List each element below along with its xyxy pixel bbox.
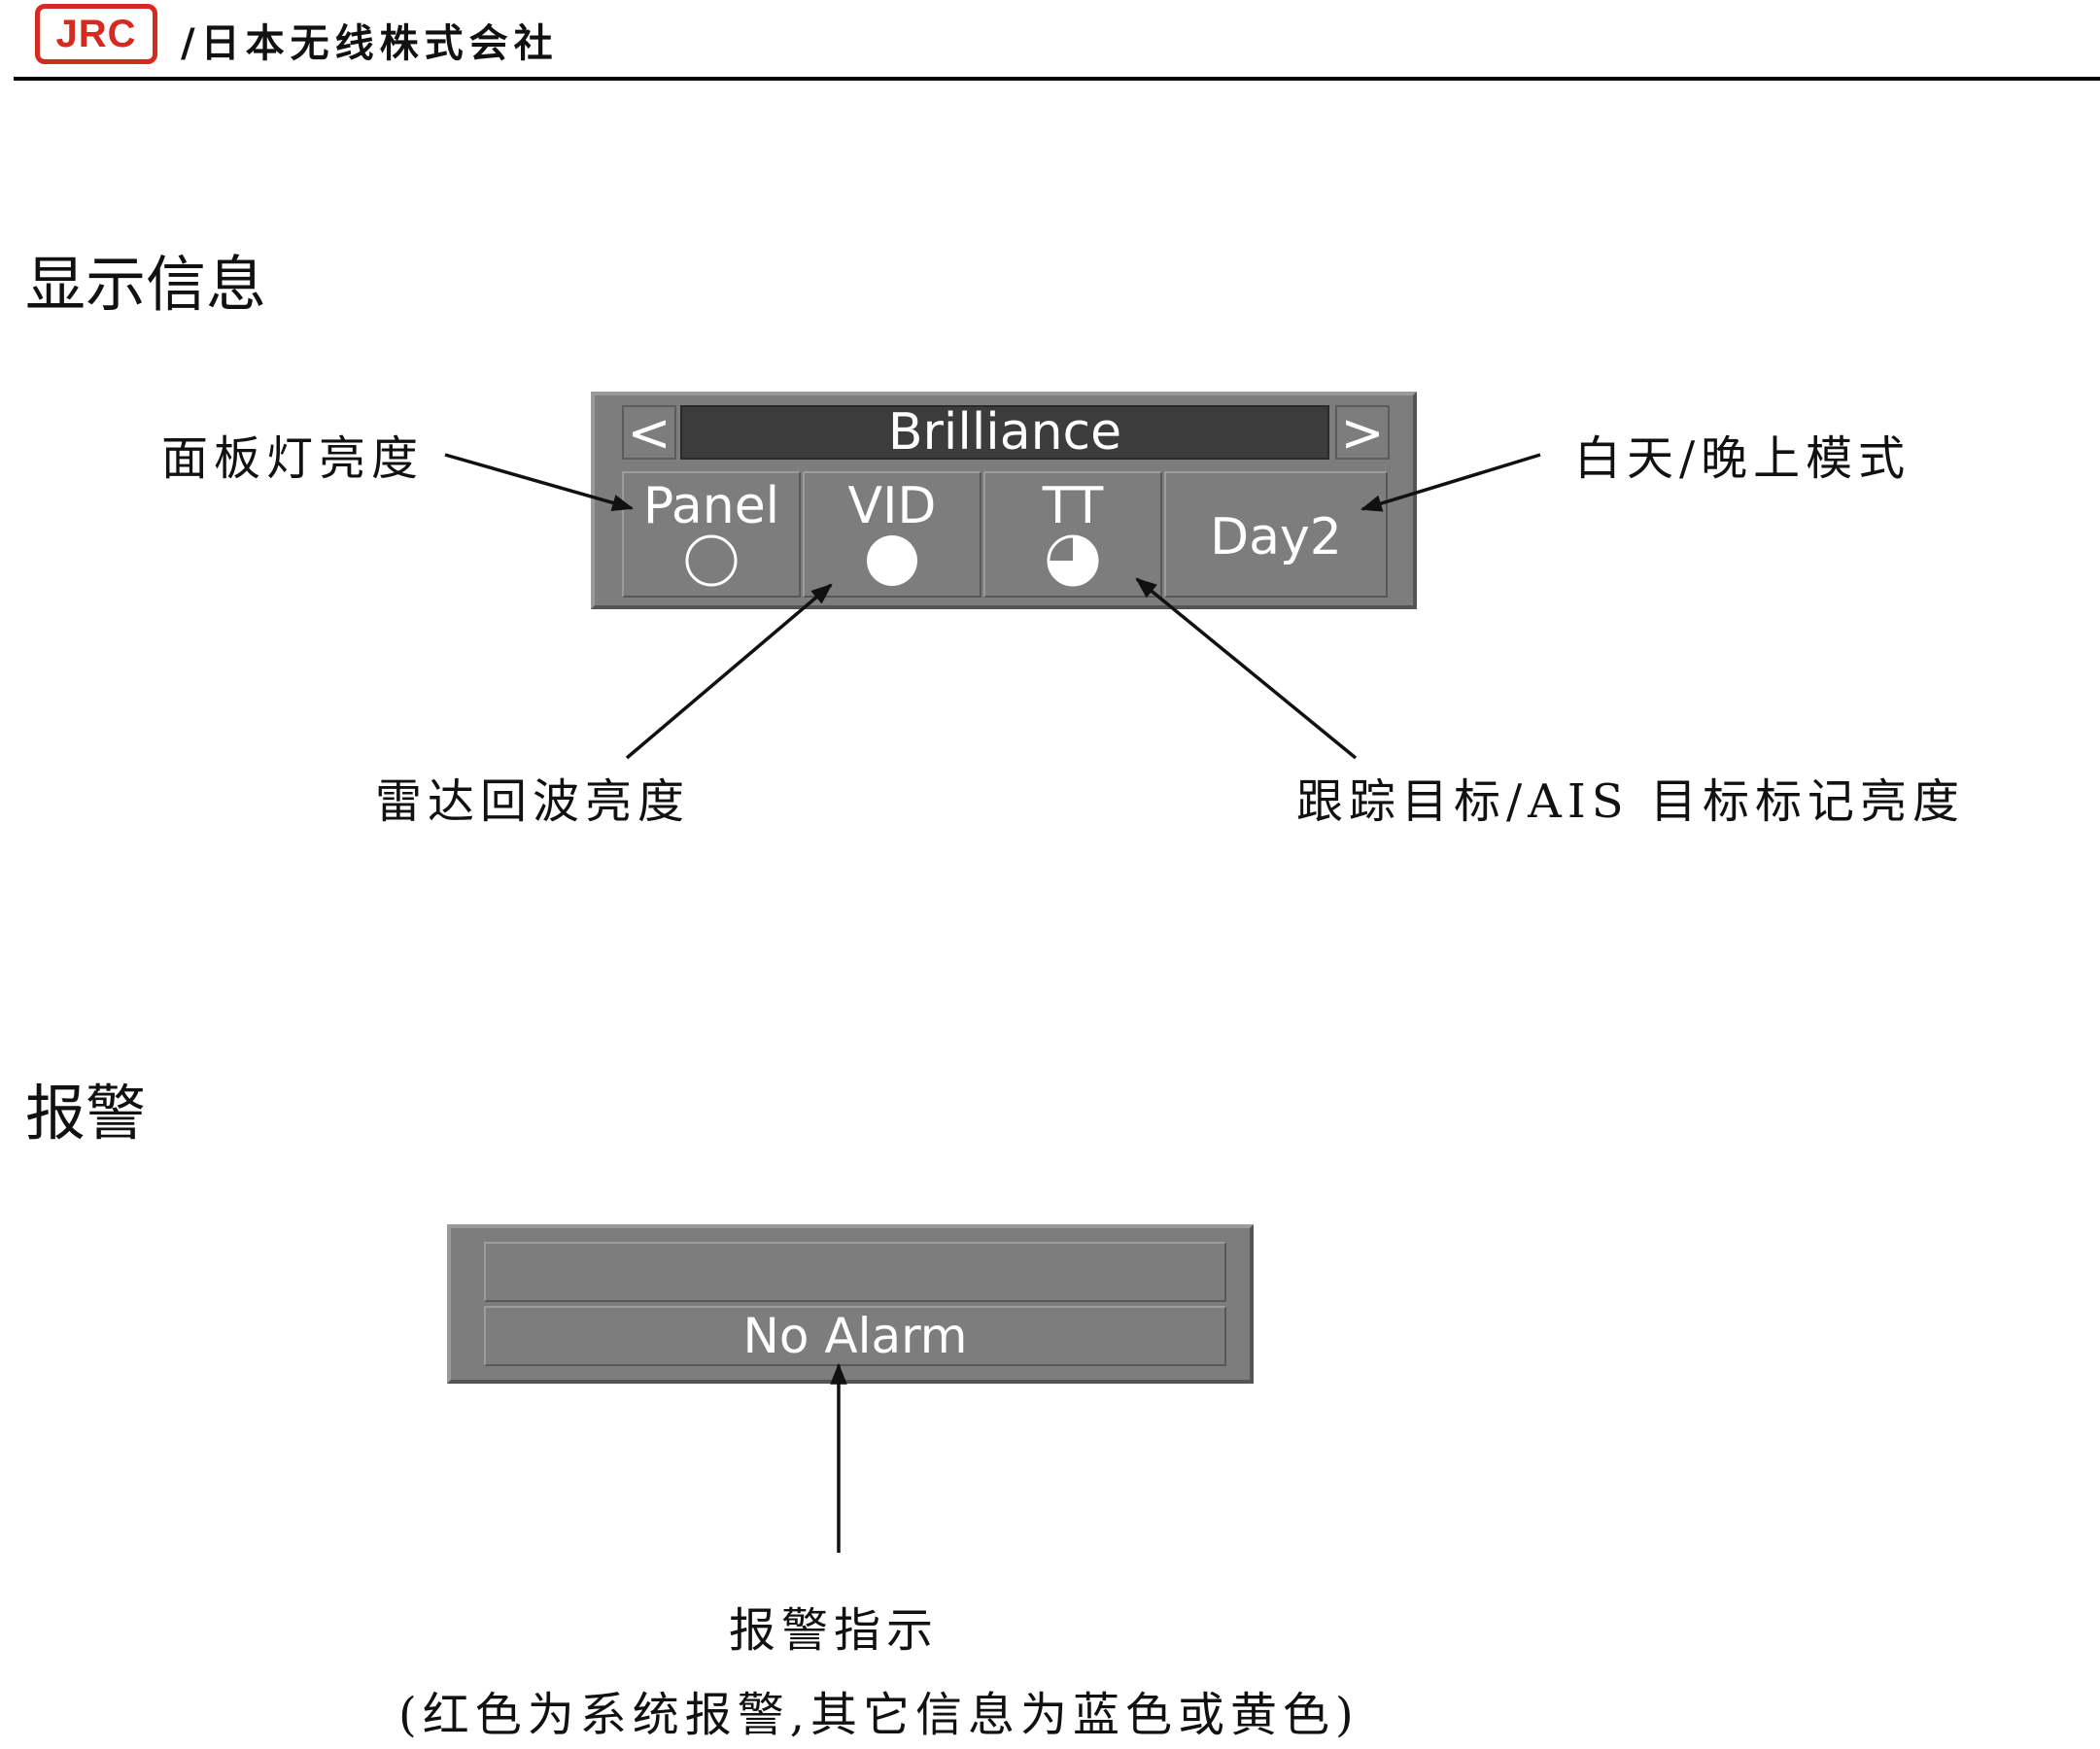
alarm-message-row-1 [484,1242,1226,1302]
empty-circle-icon [685,534,738,587]
full-circle-icon [867,535,917,586]
callout-day-night-mode: 白天/晚上模式 [1574,431,1911,486]
arrow-day-night [1360,453,1541,512]
company-name: /日本无线株式会社 [181,21,559,66]
alarm-panel: No Alarm [447,1224,1254,1384]
caption-alarm-indication: 报警指示 [729,1603,940,1658]
callout-vid-brightness: 雷达回波亮度 [375,774,691,829]
brilliance-title: Brilliance [887,403,1122,462]
brilliance-next-button[interactable]: > [1335,402,1390,463]
caption-alarm-colors: (红色为系统报警,其它信息为蓝色或黄色) [398,1688,1360,1742]
jrc-logo: JRC [35,4,157,64]
arrow-panel [444,453,635,512]
day-night-mode-cell[interactable]: Day2 [1164,471,1388,598]
arrow-tt [1135,577,1358,760]
brilliance-prev-button[interactable]: < [622,402,676,463]
callout-panel-brightness: 面板灯亮度 [161,431,425,486]
tt-brightness-label: TT [1042,477,1104,535]
three-quarter-circle-icon [1047,534,1099,587]
callout-tt-brightness: 跟踪目标/AIS 目标标记亮度 [1296,774,1965,829]
brilliance-panel: < Brilliance > Panel VID TT Day2 [591,392,1417,609]
section-title-display: 显示信息 [25,249,267,320]
vid-brightness-label: VID [847,477,937,535]
brilliance-title-bar: Brilliance [680,403,1329,462]
section-title-alarm: 报警 [25,1078,147,1149]
alarm-indicator[interactable]: No Alarm [484,1306,1226,1366]
panel-brightness-label: Panel [642,477,780,535]
panel-brightness-cell[interactable]: Panel [622,471,801,598]
arrow-vid [625,583,833,760]
tt-brightness-cell[interactable]: TT [983,471,1162,598]
day-night-mode-label: Day2 [1210,508,1342,566]
header-divider [14,77,2100,81]
vid-brightness-cell[interactable]: VID [803,471,981,598]
